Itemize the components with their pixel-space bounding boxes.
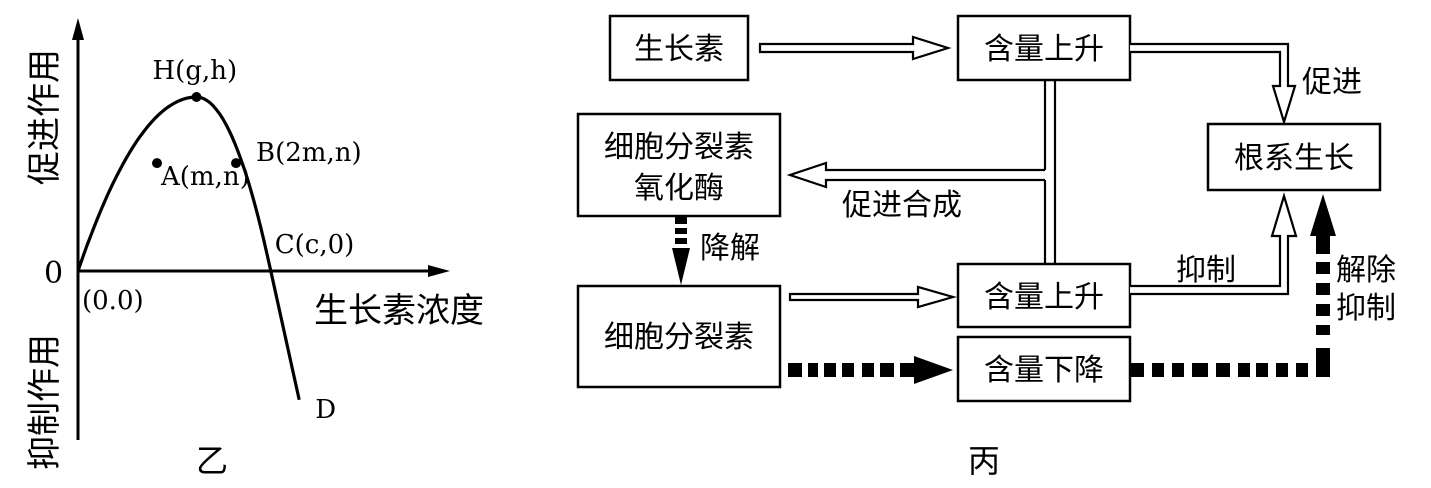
x-axis-arrow-icon [428, 265, 450, 277]
y-label-negative: 抑制作用 [25, 334, 65, 470]
node-auxin-label: 生长素 [634, 32, 724, 67]
node-root-growth-label: 根系生长 [1234, 141, 1354, 176]
node-auxin-box [608, 14, 750, 82]
node-oxidase-label-line1: 细胞分裂素 [604, 130, 754, 165]
arrow-cytokinin-to-rise [788, 285, 958, 309]
diagram-bing [576, 14, 1382, 403]
diagram-caption: 丙 [968, 442, 1000, 480]
arrow-cytokinin-to-fall [788, 356, 953, 384]
edge-label-promote: 促进 [1302, 65, 1362, 100]
arrow-release-inhibition [1130, 194, 1336, 377]
node-cytokinin-rise-label: 含量上升 [984, 280, 1104, 315]
node-auxin-rise-label: 含量上升 [984, 32, 1104, 67]
point-a [152, 158, 162, 169]
arrow-degrade [672, 216, 690, 285]
chart-yi: A(m,n)H(g,h)B(2m,n)C(c,0)D 促进作用 抑制作用 0 (… [25, 18, 484, 480]
chart-caption: 乙 [196, 442, 228, 480]
node-cytokinin-box [576, 284, 782, 389]
point-label-b: B(2m,n) [256, 138, 362, 168]
arrow-auxin-to-rise [758, 35, 952, 61]
arrow-rise-inhibit-root [1130, 192, 1298, 296]
edge-label-release-line2: 抑制 [1336, 291, 1396, 326]
edge-label-degrade: 降解 [700, 231, 760, 266]
arrow-rise-promote-root [1130, 42, 1297, 126]
node-oxidase-label-line2: 氧化酶 [634, 171, 724, 206]
edge-label-inhibit: 抑制 [1176, 253, 1236, 288]
point-b [231, 158, 241, 169]
diagram-text: 生长素 含量上升 细胞分裂素 氧化酶 根系生长 含量上升 细胞分裂素 含量下降 … [604, 32, 1396, 480]
point-label-c: C(c,0) [275, 230, 355, 260]
edge-label-promote-synthesis: 促进合成 [842, 188, 962, 223]
edge-label-release-line1: 解除 [1336, 253, 1396, 288]
y-axis-arrow-icon [72, 18, 84, 40]
response-curve [76, 95, 301, 401]
node-cytokinin-fall-label: 含量下降 [984, 353, 1104, 388]
point-label-d: D [315, 395, 336, 425]
point-h [191, 92, 202, 102]
node-cytokinin-label: 细胞分裂素 [604, 320, 754, 355]
origin-zero-label: 0 [44, 256, 63, 291]
x-axis-label: 生长素浓度 [314, 291, 484, 331]
origin-coord-label: (0.0) [82, 286, 144, 316]
arrow-promote-synthesis [786, 161, 1045, 189]
node-root-growth-box [1206, 122, 1382, 192]
point-label-h: H(g,h) [153, 56, 238, 86]
y-label-positive: 促进作用 [25, 49, 65, 185]
